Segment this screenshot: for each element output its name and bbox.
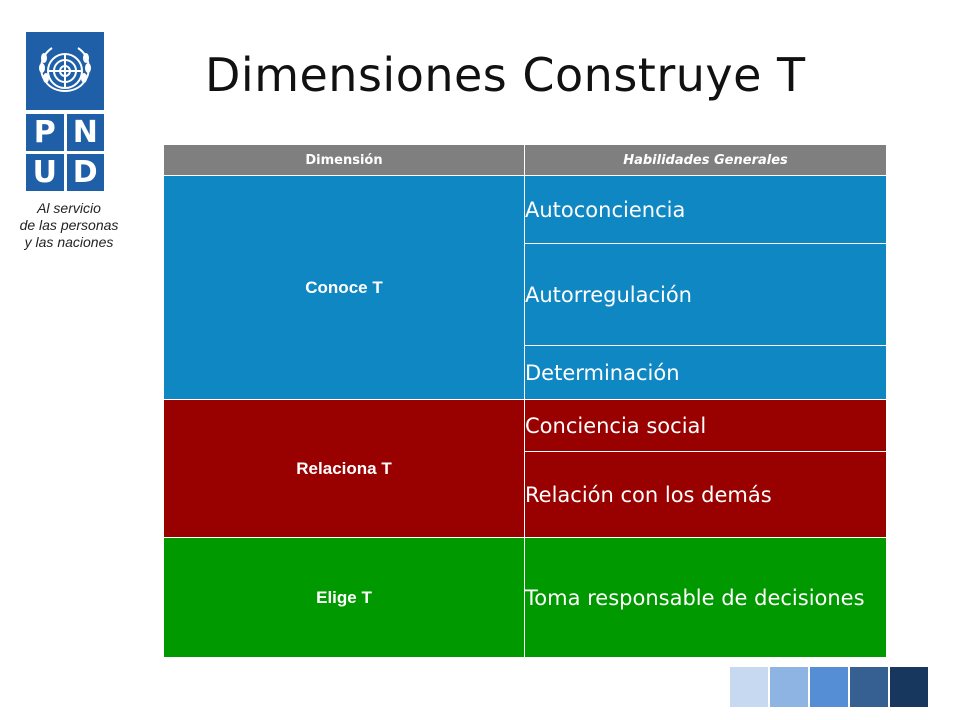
pnud-logo: P N U D <box>26 32 104 191</box>
logo-letter: D <box>66 154 104 191</box>
skill-cell: Determinación <box>524 345 887 400</box>
table-row: Relaciona T Conciencia social <box>163 399 887 538</box>
logo-letter: U <box>26 154 64 191</box>
un-emblem-icon <box>26 32 104 110</box>
header-dimension: Dimensión <box>163 144 525 176</box>
skill-cell: Toma responsable de decisiones <box>524 537 887 658</box>
skill-cell: Relación con los demás <box>524 451 887 538</box>
logo-letter: N <box>66 114 104 151</box>
logo-letter: P <box>26 114 64 151</box>
decor-square <box>810 667 848 707</box>
skill-cell: Autoconciencia <box>524 175 887 244</box>
decor-square <box>850 667 888 707</box>
page-title: Dimensiones Construye T <box>205 48 806 102</box>
skill-cell: Conciencia social <box>524 399 887 452</box>
table-row: Determinación <box>164 345 887 400</box>
decor-square <box>770 667 808 707</box>
decorative-squares <box>730 667 930 707</box>
skill-cell: Autorregulación <box>524 243 887 346</box>
table-row: Autorregulación <box>164 243 887 346</box>
dimensions-table: Dimensión Habilidades Generales Conoce T… <box>163 144 887 658</box>
dimension-cell-conoce: Conoce T <box>163 175 525 400</box>
decor-square <box>730 667 768 707</box>
table-row: Conoce T Autoconciencia <box>163 175 887 400</box>
dimension-cell-elige: Elige T <box>163 537 525 658</box>
table-header-row: Dimensión Habilidades Generales <box>163 144 887 176</box>
dimension-cell-relaciona: Relaciona T <box>163 399 525 538</box>
decor-square <box>890 667 928 707</box>
tagline-line: Al servicio <box>37 200 101 216</box>
table-row: Elige T Toma responsable de decisiones <box>163 537 887 658</box>
tagline-line: y las naciones <box>24 234 114 250</box>
logo-tagline: Al servicio de las personas y las nacion… <box>14 200 124 251</box>
header-skills: Habilidades Generales <box>524 144 887 176</box>
tagline-line: de las personas <box>19 217 119 233</box>
